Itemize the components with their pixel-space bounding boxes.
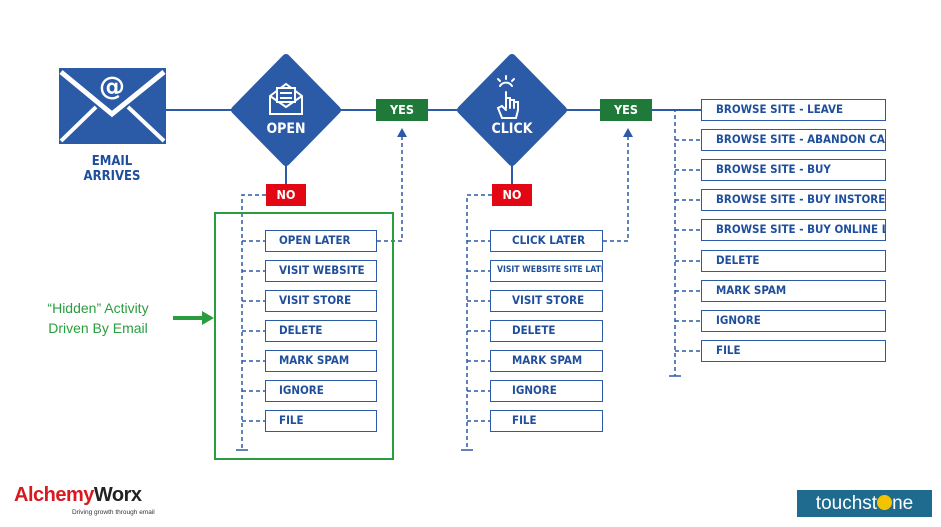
hidden-activity-note-line1: “Hidden” Activity — [47, 300, 149, 316]
open-envelope-icon — [269, 82, 303, 115]
click-option-click-later: CLICK LATER — [490, 230, 603, 252]
hidden-activity-frame — [214, 212, 394, 460]
outcome-browse-buy-instore: BROWSE SITE - BUY INSTORE — [701, 189, 886, 211]
outcome-ignore: IGNORE — [701, 310, 886, 332]
click-no-dashed-connector — [466, 130, 629, 450]
alchemy-worx-tagline: Driving growth through email — [72, 509, 155, 516]
envelope-at-icon: @ — [59, 68, 166, 144]
outcome-mark-spam: MARK SPAM — [701, 280, 886, 302]
click-diamond — [457, 54, 567, 166]
outcome-file: FILE — [701, 340, 886, 362]
outcome-browse-abandon-cart: BROWSE SITE - ABANDON CART — [701, 129, 886, 151]
hidden-activity-note-line2: Driven By Email — [48, 320, 148, 336]
open-diamond — [231, 54, 341, 166]
click-option-mark-spam: MARK SPAM — [490, 350, 603, 372]
outcome-delete: DELETE — [701, 250, 886, 272]
open-yes-tag: YES — [376, 99, 428, 121]
tap-hand-icon — [496, 75, 519, 119]
svg-text:@: @ — [99, 72, 125, 102]
open-no-tag: NO — [266, 184, 306, 206]
click-no-tag: NO — [492, 184, 532, 206]
click-option-ignore: IGNORE — [490, 380, 603, 402]
open-option-open-later: OPEN LATER — [265, 230, 377, 252]
outcome-browse-leave: BROWSE SITE - LEAVE — [701, 99, 886, 121]
click-option-delete: DELETE — [490, 320, 603, 342]
open-option-visit-website: VISIT WEBSITE — [265, 260, 377, 282]
click-later-arrow — [623, 128, 633, 137]
open-option-delete: DELETE — [265, 320, 377, 342]
touchstone-check-icon — [877, 495, 893, 510]
click-label: CLICK — [491, 121, 533, 137]
outcome-browse-buy-online-later: BROWSE SITE - BUY ONLINE LATER — [701, 219, 886, 241]
outcomes-dashed-connector — [652, 109, 701, 376]
click-option-file: FILE — [490, 410, 603, 432]
open-no-dashed-connector — [241, 130, 403, 450]
outcome-browse-buy: BROWSE SITE - BUY — [701, 159, 886, 181]
click-yes-tag: YES — [600, 99, 652, 121]
hidden-activity-note: “Hidden” Activity Driven By Email — [28, 298, 168, 338]
open-label: OPEN — [266, 121, 306, 137]
open-option-ignore: IGNORE — [265, 380, 377, 402]
open-option-mark-spam: MARK SPAM — [265, 350, 377, 372]
open-option-file: FILE — [265, 410, 377, 432]
click-option-visit-website-later: VISIT WEBSITE SITE LATER — [490, 260, 603, 282]
open-option-visit-store: VISIT STORE — [265, 290, 377, 312]
alchemy-worx-logo: AlchemyWorx — [14, 484, 142, 506]
open-later-arrow — [397, 128, 407, 137]
email-arrives-label: EMAIL ARRIVES — [83, 154, 141, 184]
click-option-visit-store: VISIT STORE — [490, 290, 603, 312]
